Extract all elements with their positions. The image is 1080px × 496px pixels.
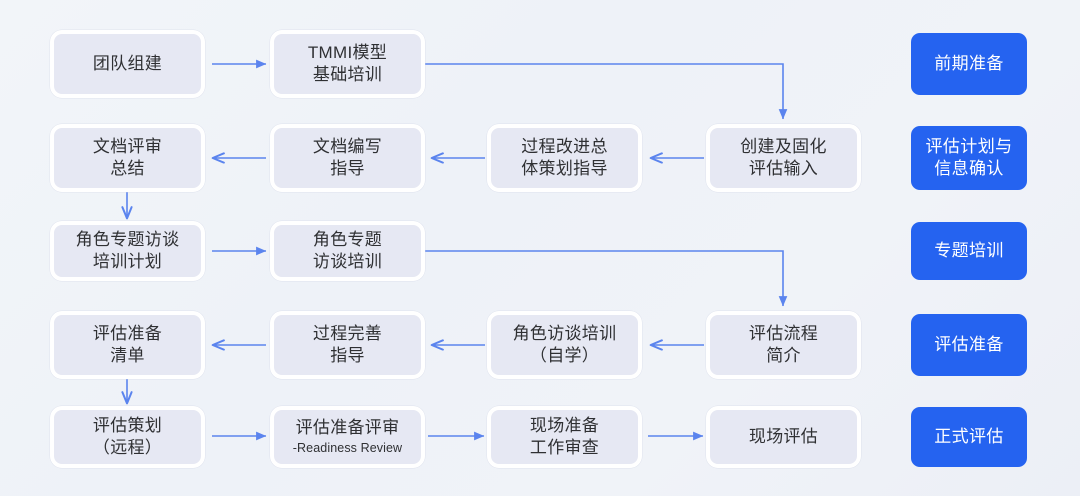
node-line-2: 指导 [330,159,365,178]
node-line-2: （自学） [529,346,600,365]
node-line-2: 清单 [110,346,145,365]
phase-line-1: 评估计划与 [925,136,1013,156]
node-create-solidify-input[interactable]: 创建及固化 评估输入 [706,124,861,192]
node-role-interview-training[interactable]: 角色专题 访谈培训 [270,221,425,281]
phase-assessment-preparation[interactable]: 评估准备 [911,314,1027,376]
node-assessment-readiness-checklist[interactable]: 评估准备 清单 [50,311,205,379]
node-doc-writing-guidance[interactable]: 文档编写 指导 [270,124,425,192]
node-role-interview-training-plan[interactable]: 角色专题访谈 培训计划 [50,221,205,281]
node-line-1: 文档编写 [312,136,383,156]
node-line-1: 角色专题 [312,229,383,249]
phase-line-1: 正式评估 [934,426,1004,446]
node-line-2: 工作审查 [529,438,600,457]
phase-line-1: 专题培训 [934,240,1004,260]
node-tmmi-basic-training[interactable]: TMMI模型 基础培训 [270,30,425,98]
node-assessment-planning-remote[interactable]: 评估策划 （远程） [50,406,205,468]
node-line-2: 评估输入 [748,159,819,178]
node-assessment-process-intro[interactable]: 评估流程 简介 [706,311,861,379]
node-line-2: 基础培训 [312,65,383,84]
node-line-2: 访谈培训 [312,252,383,271]
node-line-2: 简介 [766,346,801,365]
phase-line-1: 评估准备 [934,334,1004,354]
node-line-2: 培训计划 [92,252,163,271]
node-line-1: 评估准备评审 [295,418,400,438]
node-line-1: 过程改进总 [521,136,608,156]
phase-plan-and-info-confirmation[interactable]: 评估计划与 信息确认 [911,126,1027,190]
node-role-interview-selfstudy[interactable]: 角色访谈培训 （自学） [487,311,642,379]
node-onsite-assessment[interactable]: 现场评估 [706,406,861,468]
node-line-2: 指导 [330,346,365,365]
elbow-r3c2-to-r4c4 [424,250,788,307]
node-line-1: 评估策划 [92,415,163,435]
phase-line-2: 信息确认 [934,159,1004,178]
node-line-1: 角色专题访谈 [75,229,180,249]
node-doc-review-summary[interactable]: 文档评审 总结 [50,124,205,192]
node-line-1: 现场准备 [529,415,600,435]
node-onsite-prep-review[interactable]: 现场准备 工作审查 [487,406,642,468]
node-process-refinement-guidance[interactable]: 过程完善 指导 [270,311,425,379]
node-process-improvement-planning[interactable]: 过程改进总 体策划指导 [487,124,642,192]
node-line-1: 评估流程 [748,323,819,343]
node-line-1: 角色访谈培训 [512,323,617,343]
node-line-2: 体策划指导 [521,159,608,178]
node-subtitle-english: -Readiness Review [292,440,403,455]
phase-topic-training[interactable]: 专题培训 [911,222,1027,280]
node-readiness-review[interactable]: 评估准备评审 -Readiness Review [270,406,425,468]
node-line-1: 文档评审 [92,136,163,156]
node-line-1: TMMI模型 [307,42,388,62]
node-line-2: （远程） [92,438,163,457]
node-line-1: 过程完善 [312,323,383,343]
phase-line-1: 前期准备 [934,53,1004,73]
node-line-1: 创建及固化 [740,136,827,156]
phase-preparation[interactable]: 前期准备 [911,33,1027,95]
node-line-1: 现场评估 [748,426,819,446]
node-team-formation[interactable]: 团队组建 [50,30,205,98]
node-line-1: 评估准备 [92,323,163,343]
node-line-2: 总结 [110,159,145,178]
phase-formal-assessment[interactable]: 正式评估 [911,407,1027,467]
elbow-r1c2-to-r2c4 [424,63,788,120]
node-line-1: 团队组建 [92,53,163,73]
